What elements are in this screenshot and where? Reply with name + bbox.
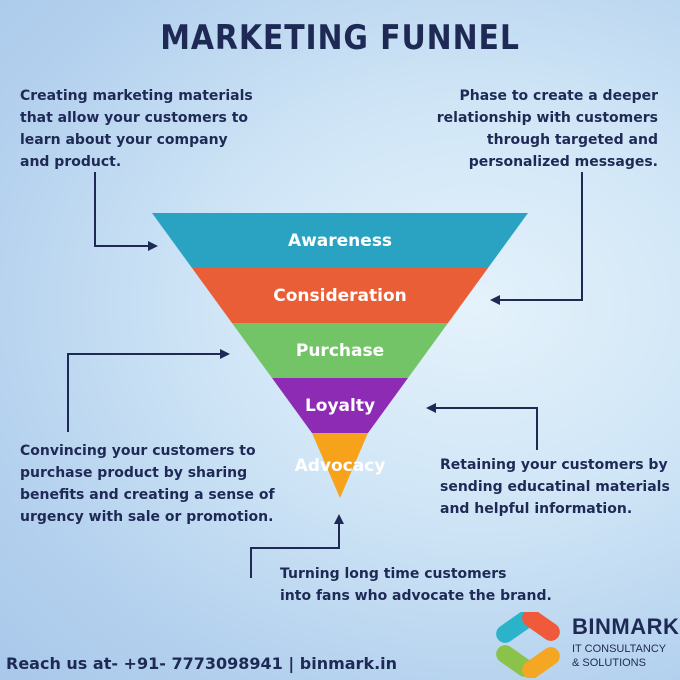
awareness-arrow bbox=[94, 172, 158, 251]
funnel-stage-advocacy bbox=[312, 433, 368, 498]
brand-subtitle: IT CONSULTANCY & SOLUTIONS bbox=[572, 643, 667, 669]
consideration-arrow bbox=[490, 172, 583, 305]
funnel-stage-purchase bbox=[232, 323, 448, 378]
advocacy-description: Turning long time customers into fans wh… bbox=[280, 566, 552, 604]
stage-label-consideration: Consideration bbox=[273, 286, 407, 306]
brand-block: BINMARK IT CONSULTANCY & SOLUTIONS bbox=[490, 612, 680, 678]
stage-label-awareness: Awareness bbox=[288, 231, 392, 251]
funnel-stage-consideration bbox=[192, 268, 488, 323]
stage-label-advocacy: Advocacy bbox=[295, 456, 386, 476]
funnel-stage-awareness bbox=[152, 213, 528, 268]
page-title: MARKETING FUNNEL bbox=[160, 18, 520, 58]
contact-footer: Reach us at- +91- 7773098941 | binmark.i… bbox=[6, 654, 398, 673]
funnel-stage-loyalty bbox=[272, 378, 408, 433]
binmark-logo-icon bbox=[496, 612, 560, 678]
advocacy-arrow bbox=[250, 514, 344, 578]
purchase-arrow bbox=[67, 349, 230, 432]
awareness-description: Creating marketing materials that allow … bbox=[20, 88, 253, 170]
purchase-description: Convincing your customers to purchase pr… bbox=[20, 443, 275, 525]
brand-name: BINMARK bbox=[572, 614, 680, 639]
stage-label-loyalty: Loyalty bbox=[305, 396, 375, 416]
consideration-description: Phase to create a deeper relationship wi… bbox=[436, 88, 658, 170]
loyalty-description: Retaining your customers by sending educ… bbox=[440, 457, 670, 517]
loyalty-arrow bbox=[426, 403, 538, 450]
stage-label-purchase: Purchase bbox=[296, 341, 384, 361]
